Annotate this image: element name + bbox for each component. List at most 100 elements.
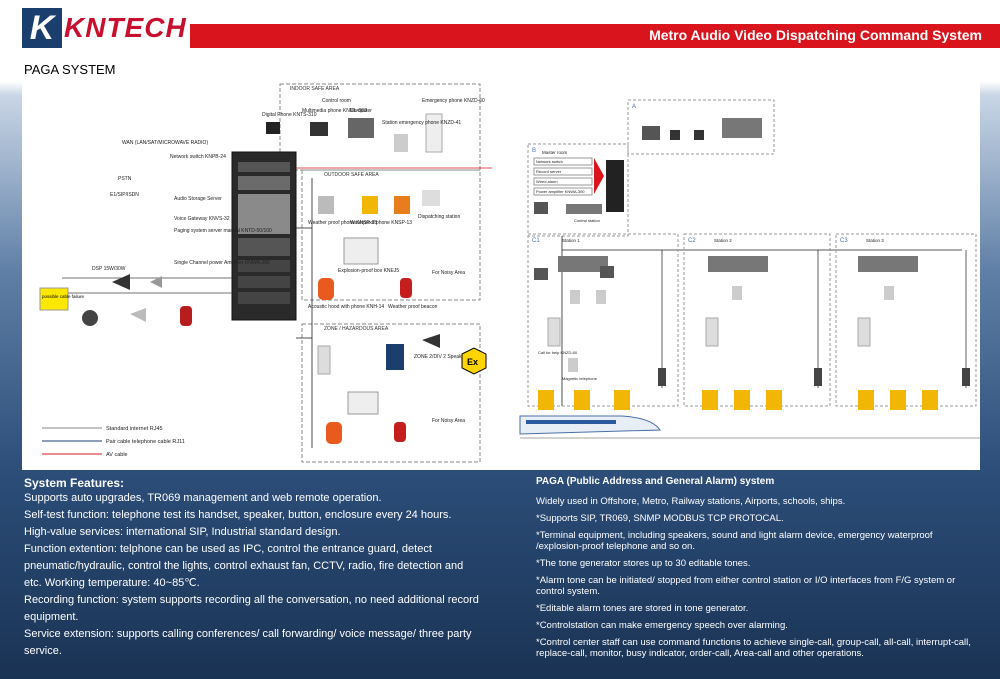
beacon-icon [400,278,412,298]
page-title: Metro Audio Video Dispatching Command Sy… [649,27,982,43]
features-list: Supports auto upgrades, TR069 management… [24,490,504,660]
computer-label: Computer [350,108,372,114]
pstn-label: PSTN [118,176,132,182]
station-phone-icon [732,286,742,300]
computer-icon [600,266,614,278]
emergency-phone-icon [547,317,561,347]
feature-item: pneumatic/hydraulic, control the lights,… [24,560,464,572]
wan-label: WAN (LAN/SAT/MICROWAVE RADIO) [122,140,208,146]
feature-item: Recording function: system supports reco… [24,594,479,623]
network-switch-label: Network switch [536,159,563,164]
dispatch-station-label: Dispatching station [418,214,460,220]
emergency-phone-label: Emergency phone KNZD-60 [422,98,485,104]
feature-item: etc. Working temperature: 40~85℃. [24,577,200,589]
phone-icon [694,130,704,140]
dispatch-console-icon [722,118,762,138]
speaker-icon [82,310,98,326]
area-b-label: B [532,148,536,154]
paging-server-label: Paging system server manual KNTD-50/100 [174,228,272,234]
area-a-label: A [632,104,636,110]
digital-phone-label: Digital Phone KNTS-310 [262,112,317,118]
computer-icon [348,118,374,138]
legend-av-label: AV cable [106,452,128,458]
wired-alarm-label: Wired alarm [536,179,558,184]
station-phone-icon [568,358,578,372]
paga-title: PAGA (Public Address and General Alarm) … [536,476,775,487]
waterproof-phone-icon [394,196,410,214]
dsp-label: DSP 15W/30W [92,266,126,272]
legend-ethernet-label: Standard internet RJ45 [106,426,163,432]
horn-speaker-icon [130,308,146,322]
station-phone-icon [570,290,580,304]
network-switch-label: Network switch KNPB-24 [170,154,226,160]
e1-label: E1/SIP/ISDN [110,192,139,198]
waterproof-phone-label: Waterproof phone KNSP-13 [350,220,412,226]
paga-item: Widely used in Offshore, Metro, Railway … [536,496,846,507]
emergency-phone-icon [705,317,719,347]
horn-speaker-icon [422,334,440,348]
zone-phone-icon [386,344,404,370]
feature-item: Service extension: supports calling conf… [24,628,472,657]
header: K KNTECH Metro Audio Video Dispatching C… [0,0,1000,62]
paga-item: *Terminal equipment, including speakers,… [536,530,933,552]
multimedia-phone-icon [310,122,328,136]
acoustic-phone-label: Acoustic hood with phone KNH-14 [308,304,384,310]
noisy-area-label: For Noisy Area [432,418,465,424]
emergency-phone-icon [425,113,443,153]
station1-label: Station 1 [562,238,580,243]
industrial-phone-icon [538,390,554,410]
zone-speaker-label: ZONE 2/DIV 2 Speaker [414,354,466,360]
feature-item: Supports auto upgrades, TR069 management… [24,492,382,504]
diagram-panel: INDOOR SAFE AREA OUTDOOR SAFE AREA ZONE … [22,78,980,470]
weather-beacon-label: Weather proof beacon [388,304,438,310]
horn-speaker-icon [150,276,162,288]
beacon-icon [394,422,406,442]
indoor-area-label: INDOOR SAFE AREA [290,86,340,92]
rack-icon [606,160,624,212]
computer-icon [534,268,548,280]
arrow-icon [594,158,604,194]
section-label: PAGA SYSTEM [24,62,116,77]
weather-phone-icon [318,196,334,214]
horn-speaker-icon [112,274,130,290]
industrial-phone-icon [614,390,630,410]
station-phone-icon [394,134,408,152]
control-station-icon [858,256,918,272]
area-c3-label: C3 [840,238,848,244]
paga-item: *Controlstation can make emergency speec… [536,620,788,631]
industrial-phone-icon [766,390,782,410]
area-c2-label: C2 [688,238,696,244]
control-station-icon [566,204,602,214]
paga-item: *Control center staff can use command fu… [536,637,971,659]
dispatch-station-icon [422,190,440,206]
features-title: System Features: [24,476,125,490]
paga-item: *The tone generator stores up to 30 edit… [536,558,751,569]
industrial-phone-icon [702,390,718,410]
speaker-pole-icon [658,368,666,386]
acoustic-hood-icon [326,422,342,444]
speaker-pole-icon [814,368,822,386]
explosion-box-icon [347,391,379,415]
industrial-phone-icon [734,390,750,410]
title-bar [190,24,1000,48]
waterproof-phone-icon [362,196,378,214]
acoustic-hood-icon [318,278,334,300]
control-station-icon [558,256,608,272]
computer-icon [534,202,548,214]
cable-failure-box [39,287,69,311]
station2-label: Station 2 [714,238,732,243]
call-help-label: Call for help KNZD-60 [538,350,578,355]
explosion-box-icon [343,237,379,265]
weather-phone-label: Weather proof phone KNSP-18 [308,220,377,226]
power-amp-label: Power amplifier KNWA-300 [536,189,585,194]
ex-logo-label: Ex [467,357,478,367]
area-c1-label: C1 [532,238,540,244]
computer-icon [642,126,660,140]
legend-pair-label: Pair cable telephone cable RJ11 [106,439,185,445]
control-room-label: Control room [322,98,351,104]
control-station-label: Control station [574,218,600,223]
train-icon [519,415,661,435]
speaker-pole-icon [962,368,970,386]
audio-storage-label: Audio Storage Server [174,196,222,202]
station3-label: Station 3 [866,238,884,243]
